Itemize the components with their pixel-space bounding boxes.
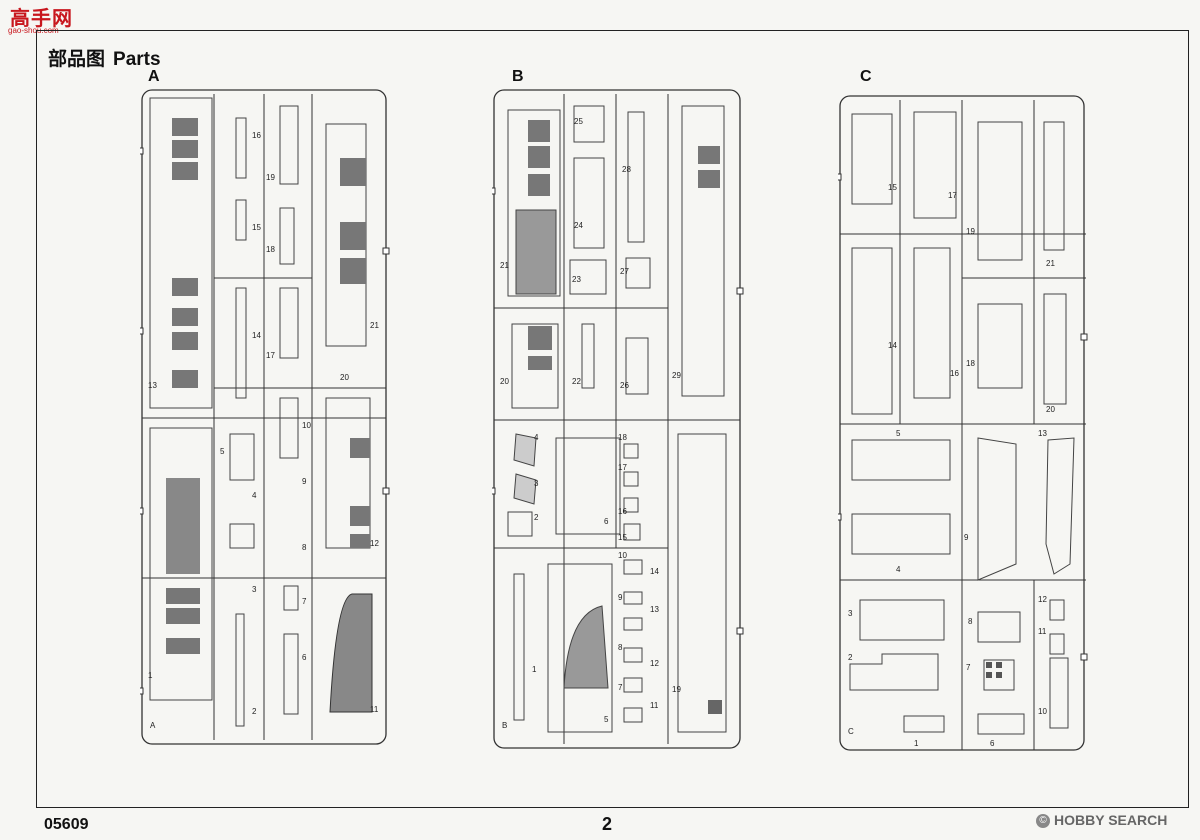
- sprue-a-number: 7: [302, 597, 307, 606]
- sprue-a-number: 2: [252, 707, 257, 716]
- sprue-c-number: 1: [914, 739, 919, 748]
- sprue-a-label: A: [148, 68, 160, 85]
- sprue-b-number: 26: [620, 381, 629, 390]
- sprue-b-number: 18: [618, 433, 627, 442]
- sprue-b-number: 5: [604, 715, 609, 724]
- sprue-c-number: 18: [966, 359, 975, 368]
- sprue-b: 25 24 23 28 27 21 22 20 26 29 4 3 2 18 1…: [492, 88, 744, 752]
- sprue-c-number: 21: [1046, 259, 1055, 268]
- sprue-c-number: 16: [950, 369, 959, 378]
- sprue-a-number: 19: [266, 173, 275, 182]
- page-number: 2: [602, 814, 613, 834]
- sprue-b-number: 28: [622, 165, 631, 174]
- sprue-b-number: 10: [618, 551, 627, 560]
- sprue-c-number: 10: [1038, 707, 1047, 716]
- site-logo: 高手网 gao-shou.com: [4, 2, 74, 36]
- sprue-b-number: 21: [500, 261, 509, 270]
- page-title: 部品图 Parts: [48, 44, 161, 71]
- sprue-c-number: 17: [948, 191, 957, 200]
- sprue-a-number: 13: [148, 381, 157, 390]
- watermark: © HOBBY SEARCH: [1036, 812, 1168, 829]
- product-code: 05609: [44, 816, 89, 833]
- sprue-b-number: 13: [650, 605, 659, 614]
- sprue-b-number: 7: [618, 683, 623, 692]
- sprue-c-number: 6: [990, 739, 995, 748]
- sprue-b-number: 24: [574, 221, 583, 230]
- sprue-a-number: 8: [302, 543, 307, 552]
- sprue-b-number: 17: [618, 463, 627, 472]
- sprue-b-number: 29: [672, 371, 681, 380]
- sprue-a-number: 5: [220, 447, 225, 456]
- sprue-a-tag: A: [150, 721, 156, 730]
- sprue-b-number: 16: [618, 507, 627, 516]
- sprue-b-number: 2: [534, 513, 539, 522]
- sprue-b-number: 14: [650, 567, 659, 576]
- sprue-a-number: 16: [252, 131, 261, 140]
- sprue-a-number: 21: [370, 321, 379, 330]
- sprue-a-number: 14: [252, 331, 261, 340]
- sprue-b-drawing: 25 24 23 28 27 21 22 20 26 29 4 3 2 18 1…: [492, 89, 744, 749]
- sprue-c-number: 2: [848, 653, 853, 662]
- sprue-b-number: 6: [604, 517, 609, 526]
- sprue-b-number: 23: [572, 275, 581, 284]
- sprue-b-number: 4: [534, 433, 539, 442]
- sprue-b-number: 3: [534, 479, 539, 488]
- sprue-b-number: 25: [574, 117, 583, 126]
- watermark-text: HOBBY SEARCH: [1054, 812, 1168, 828]
- title-en: Parts: [113, 49, 161, 70]
- sprue-b-number: 1: [532, 665, 537, 674]
- sprue-c-label: C: [860, 68, 872, 85]
- sprue-a-number: 4: [252, 491, 257, 500]
- sprue-c-number: 11: [1038, 627, 1047, 636]
- sprue-c-drawing: 15 17 19 21 14 16 18 20 5 4 9 13 3 2 8 7…: [838, 95, 1088, 751]
- sprue-a-number: 15: [252, 223, 261, 232]
- title-cn: 部品图: [48, 49, 106, 70]
- sprue-c-number: 9: [964, 533, 969, 542]
- page-frame: [36, 30, 1189, 808]
- sprue-b-number: 11: [650, 701, 659, 710]
- sprue-c-number: 5: [896, 429, 901, 438]
- sprue-a-drawing: 13 1 16 19 15 18 14 17 10 9 8 5 12 3 7 6…: [140, 89, 390, 745]
- sprue-a-number: 20: [340, 373, 349, 382]
- sprue-c-number: 12: [1038, 595, 1047, 604]
- sprue-a-number: 9: [302, 477, 307, 486]
- sprue-c-number: 7: [966, 663, 971, 672]
- sprue-c-number: 4: [896, 565, 901, 574]
- sprue-c-number: 8: [968, 617, 973, 626]
- sprue-a-number: 1: [148, 671, 153, 680]
- sprue-a-number: 3: [252, 585, 257, 594]
- sprue-a-number: 11: [370, 705, 379, 714]
- sprue-c-number: 3: [848, 609, 853, 618]
- sprue-b-number: 8: [618, 643, 623, 652]
- site-logo-text: 高手网: [10, 6, 73, 30]
- sprue-a-number: 10: [302, 421, 311, 430]
- sprue-c-tag: C: [848, 727, 854, 736]
- sprue-b-number: 15: [618, 533, 627, 542]
- sprue-b-number: 20: [500, 377, 509, 386]
- sprue-c-number: 13: [1038, 429, 1047, 438]
- sprue-c-number: 14: [888, 341, 897, 350]
- sprue-a-number: 12: [370, 539, 379, 548]
- sprue-c-number: 15: [888, 183, 897, 192]
- sprue-b-number: 12: [650, 659, 659, 668]
- sprue-c-number: 19: [966, 227, 975, 236]
- copyright-icon: ©: [1036, 814, 1050, 829]
- sprue-a-number: 6: [302, 653, 307, 662]
- sprue-b-number: 22: [572, 377, 581, 386]
- sprue-a-number: 17: [266, 351, 275, 360]
- sprue-b-number: 27: [620, 267, 629, 276]
- sprue-b-number: 9: [618, 593, 623, 602]
- sprue-b-number: 19: [672, 685, 681, 694]
- sprue-a-number: 18: [266, 245, 275, 254]
- sprue-b-label: B: [512, 68, 524, 85]
- site-logo-url: gao-shou.com: [8, 26, 59, 35]
- sprue-c: 15 17 19 21 14 16 18 20 5 4 9 13 3 2 8 7…: [838, 94, 1088, 754]
- sprue-a: 13 1 16 19 15 18 14 17 10 9 8 5 12 3 7 6…: [140, 88, 390, 748]
- sprue-b-tag: B: [502, 721, 507, 730]
- sprue-c-number: 20: [1046, 405, 1055, 414]
